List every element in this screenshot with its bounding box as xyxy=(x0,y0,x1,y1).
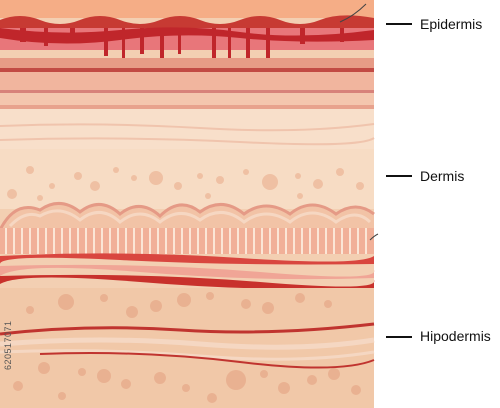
epidermis-surface xyxy=(0,0,374,18)
hypodermis-line-2 xyxy=(0,337,375,350)
hypodermis-line-4 xyxy=(39,352,375,369)
vessel-band-2 xyxy=(0,264,375,280)
vessel-band-1 xyxy=(0,253,374,265)
fat-cells xyxy=(13,292,361,403)
band-4 xyxy=(0,90,374,93)
band-1 xyxy=(0,58,374,68)
hypodermis-label: Hipodermis xyxy=(420,328,491,344)
band-5 xyxy=(0,93,374,105)
band-3 xyxy=(0,72,374,90)
dermis-region xyxy=(0,149,374,209)
vessel-band-3 xyxy=(0,274,375,290)
side-id-text: 620517071 xyxy=(3,320,13,370)
blood-drips xyxy=(0,27,374,64)
edge-hair-top xyxy=(339,3,367,23)
band-6 xyxy=(0,105,374,109)
band-line-b xyxy=(0,137,375,146)
papillae-outline xyxy=(0,202,375,231)
band-line-a xyxy=(0,123,375,132)
papillae-inner xyxy=(8,209,372,228)
edge-hair-mid xyxy=(369,233,379,241)
papillae-wave xyxy=(0,203,374,232)
epidermis-label: Epidermis xyxy=(420,16,483,32)
hypodermis-line-3 xyxy=(0,349,375,361)
band-2 xyxy=(0,68,374,72)
hypodermis-leader-line xyxy=(386,336,412,338)
hypodermis-line-1 xyxy=(0,322,375,336)
epidermis-leader-line xyxy=(386,23,412,25)
dermis-label: Dermis xyxy=(420,168,465,184)
dermis-leader-line xyxy=(386,175,412,177)
dermis-dots xyxy=(7,166,364,201)
epidermis-wavy-band xyxy=(0,15,374,30)
striations xyxy=(5,228,367,254)
